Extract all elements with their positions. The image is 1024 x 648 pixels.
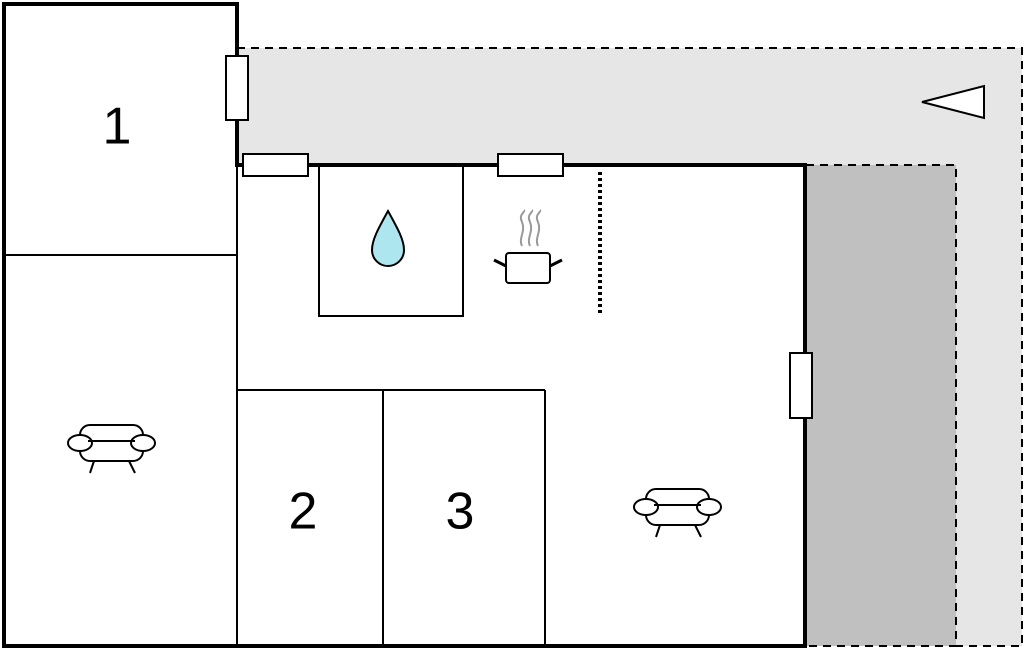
sofa-icon — [67, 424, 156, 474]
room-3-label: 3 — [446, 483, 475, 541]
terrace-area — [236, 47, 1023, 647]
cooking-pot-icon — [493, 209, 563, 284]
openings — [225, 55, 813, 419]
window-room-1 — [225, 55, 249, 121]
room-1-label: 1 — [103, 98, 132, 156]
water-drop-icon — [370, 208, 406, 267]
bathroom — [318, 165, 464, 317]
window-top-right — [497, 153, 564, 177]
exterior-walls — [2, 2, 807, 648]
terrace-dark — [805, 164, 957, 647]
room-2-label: 2 — [289, 483, 318, 541]
compass-arrow-icon — [921, 84, 985, 120]
door-east — [789, 352, 813, 419]
sofa-icon — [633, 488, 722, 538]
interior-walls — [4, 165, 602, 646]
window-top-left — [242, 153, 309, 177]
